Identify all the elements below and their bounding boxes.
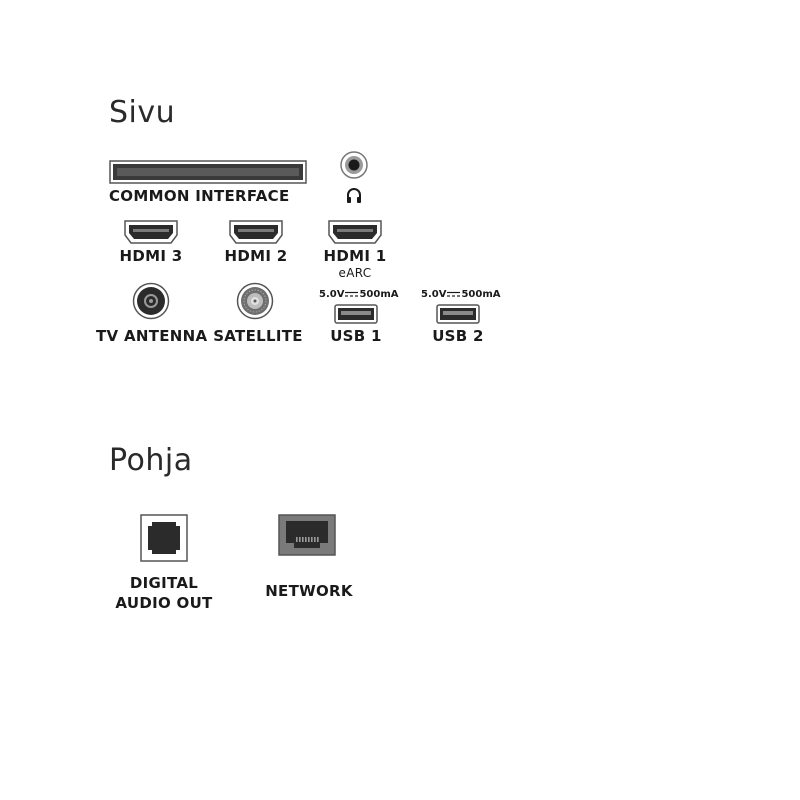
satellite-label: SATELLITE [213, 327, 303, 345]
usb1-spec-current: 500mA [359, 289, 399, 300]
hdmi1-label: HDMI 1 [323, 247, 387, 265]
digital-audio-out-label-line1: DIGITAL [129, 574, 199, 592]
common-interface-label: COMMON INTERFACE [109, 187, 290, 205]
tv-antenna-label: TV ANTENNA [96, 327, 208, 345]
optical-port-icon [140, 514, 188, 562]
headphone-jack [340, 151, 368, 179]
usb1-spec-voltage: 5.0V [319, 289, 345, 300]
dc-symbol-icon [345, 290, 359, 297]
hdmi2-label: HDMI 2 [224, 247, 288, 265]
satellite-port-icon [236, 282, 274, 320]
usb2-spec-voltage: 5.0V [421, 289, 447, 300]
hdmi-port-icon [124, 220, 178, 244]
usb1-label: USB 1 [330, 327, 382, 345]
usb-port-icon [334, 304, 378, 324]
antenna-port-icon [132, 282, 170, 320]
digital-audio-out-label-line2: AUDIO OUT [115, 594, 213, 612]
hdmi-port-icon [328, 220, 382, 244]
usb2-spec-current: 500mA [461, 289, 501, 300]
headphone-icon [345, 186, 363, 204]
hdmi1-earc-label: eARC [338, 266, 372, 280]
section-title-side: Sivu [109, 95, 176, 130]
usb-port-icon [436, 304, 480, 324]
usb2-spec: 5.0V 500mA [421, 289, 501, 300]
ci-slot-icon [109, 160, 307, 184]
dc-symbol-icon [447, 290, 461, 297]
usb2-label: USB 2 [432, 327, 484, 345]
section-title-bottom: Pohja [109, 443, 193, 478]
ethernet-port-icon [278, 514, 336, 556]
hdmi3-label: HDMI 3 [119, 247, 183, 265]
hdmi-port-icon [229, 220, 283, 244]
network-label: NETWORK [265, 582, 353, 600]
usb1-spec: 5.0V 500mA [319, 289, 399, 300]
